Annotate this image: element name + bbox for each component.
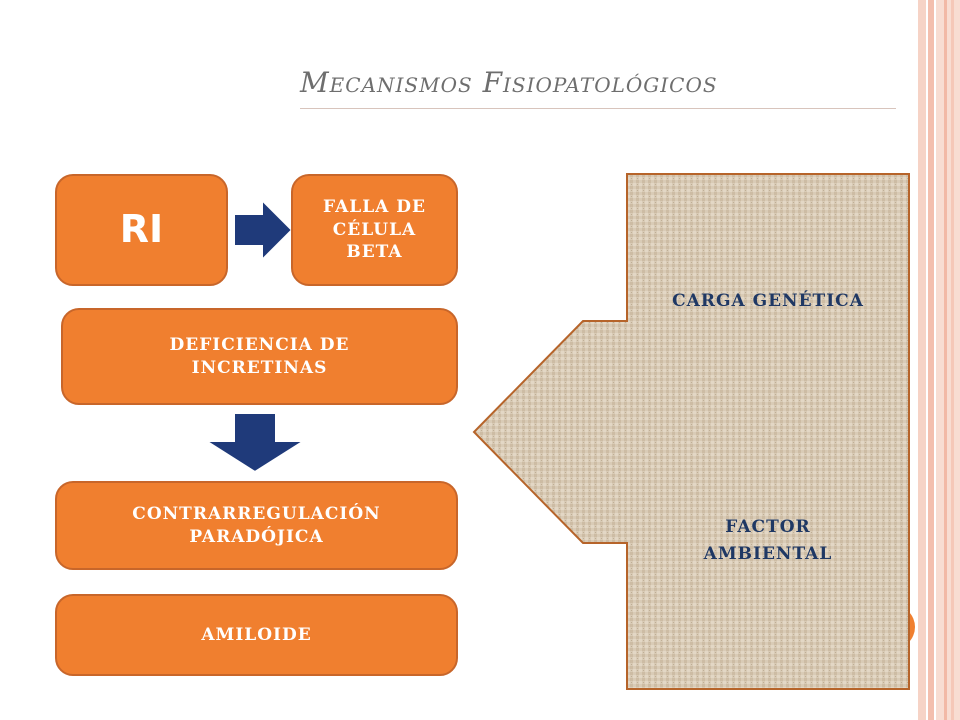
box-amiloide: AMILOIDE	[55, 594, 458, 676]
box-contrarregulacion: CONTRARREGULACIÓN PARADÓJICA	[55, 481, 458, 570]
decor-stripe	[944, 0, 947, 720]
panel-label-carga-genetica: CARGA GENÉTICA	[672, 291, 864, 311]
box-falla-celula-beta: FALLA DE CÉLULA BETA	[291, 174, 458, 286]
slide-title: Mecanismos Fisiopatológicos	[300, 66, 718, 99]
box-ri: RI	[55, 174, 228, 286]
down-arrow-icon	[202, 412, 308, 474]
decor-stripe	[928, 0, 934, 720]
right-arrow-icon	[233, 197, 294, 263]
decor-stripe	[918, 0, 926, 720]
box-deficiencia-incretinas: DEFICIENCIA DE INCRETINAS	[61, 308, 458, 405]
title-underline	[300, 108, 896, 109]
decor-stripe	[951, 0, 954, 720]
decor-stripe	[936, 0, 960, 720]
panel-arrow-shape	[472, 173, 910, 690]
panel-label-factor-ambiental: FACTOR AMBIENTAL	[703, 517, 833, 565]
